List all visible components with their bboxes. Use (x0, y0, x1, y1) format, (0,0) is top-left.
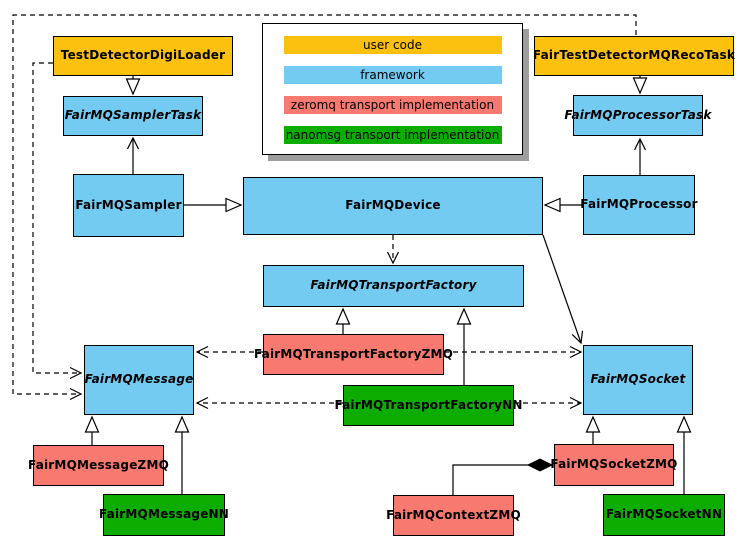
legend-box: user code framework zeromq transport imp… (262, 23, 523, 155)
legend-item-user-code: user code (283, 36, 502, 54)
edge-composition-contextzmq-socketzmq (452, 458, 554, 495)
node-fairmq-sampler-task: FairMQSamplerTask (63, 96, 203, 136)
node-fair-test-detector-mq-reco-task: FairTestDetectorMQRecoTask (533, 36, 735, 76)
edge-association-device-socket (542, 234, 584, 345)
node-fairmq-message-nn: FairMQMessageNN (99, 494, 229, 536)
node-fairmq-transport-factory: FairMQTransportFactory (263, 265, 524, 307)
edge-dependency-digiloader-message (32, 62, 83, 380)
node-fairmq-socket-zmq: FairMQSocketZMQ (550, 444, 677, 486)
node-fairmq-device: FairMQDevice (243, 177, 543, 235)
node-test-detector-digi-loader: TestDetectorDigiLoader (53, 36, 233, 76)
node-fairmq-sampler: FairMQSampler (73, 174, 184, 237)
edge-dependency-recotask-message (12, 14, 637, 401)
node-fairmq-transport-factory-zmq: FairMQTransportFactoryZMQ (254, 334, 453, 375)
node-fairmq-processor: FairMQProcessor (580, 175, 698, 235)
legend-item-zeromq: zeromq transport implementation (283, 96, 502, 114)
node-fairmq-processor-task: FairMQProcessorTask (564, 95, 711, 136)
legend-item-nanomsg: nanomsg transport implementation (283, 126, 502, 144)
node-fairmq-socket: FairMQSocket (583, 345, 693, 415)
legend-item-framework: framework (283, 66, 502, 84)
node-fairmq-context-zmq: FairMQContextZMQ (386, 495, 521, 536)
node-fairmq-message: FairMQMessage (84, 345, 194, 415)
node-fairmq-message-zmq: FairMQMessageZMQ (28, 445, 169, 486)
node-fairmq-transport-factory-nn: FairMQTransportFactoryNN (334, 385, 522, 426)
node-fairmq-socket-nn: FairMQSocketNN (603, 494, 725, 536)
